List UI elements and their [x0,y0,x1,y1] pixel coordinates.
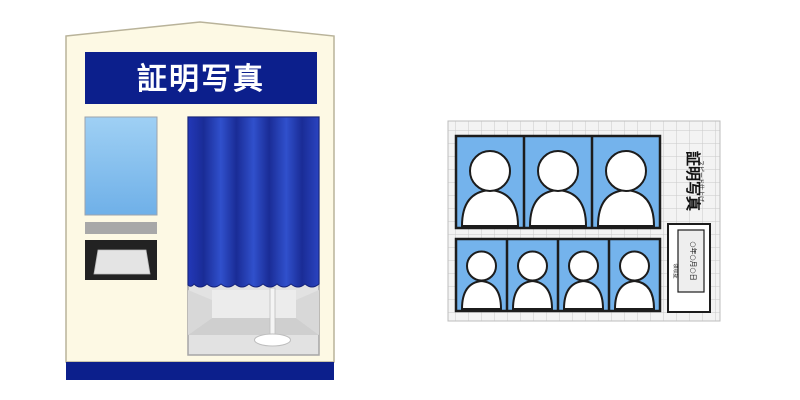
booth-window [84,116,158,216]
small-portrait-1 [460,250,503,310]
small-portrait-4 [613,250,656,310]
small-portrait-3 [562,250,605,310]
booth-stool [254,287,291,347]
sheet-date-text: ○年○月○日 [689,241,698,280]
sheet-subtitle-text: スピード仕上げ [697,160,705,202]
booth-sign-text: 証明写真 [137,62,265,97]
large-portrait-3 [596,150,656,227]
booth-slot-paper [93,249,151,275]
sheet-stamp-text: 領収証 [672,263,679,278]
small-portrait-2 [511,250,554,310]
booth-curtain [187,116,320,288]
booth-inner-wall-left [188,290,212,335]
photo-booth: 証明写真 [65,21,335,380]
large-portrait-1 [460,150,520,227]
booth-base-stripe [66,362,334,380]
booth-sign [85,52,317,104]
sheet-vertical-title: 証明写真 スピード仕上げ [684,151,705,211]
large-portrait-2 [528,150,588,227]
booth-coin-bar [85,222,157,234]
sheet-title-text: 証明写真 [684,151,702,211]
booth-inner-wall-right [296,290,319,335]
booth-floor [188,318,319,335]
photo-sheet: 証明写真 スピード仕上げ ○年○月○日 領収証 [447,120,721,322]
booth-back-wall [212,290,296,318]
sheet-info-inner [677,229,705,293]
